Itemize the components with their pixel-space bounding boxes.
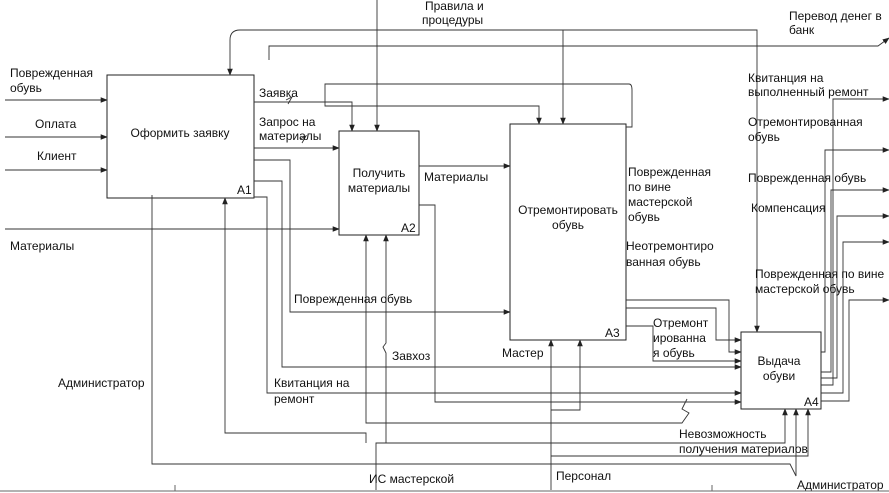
block-a2-code: A2 (401, 221, 416, 235)
block-a1-title: Оформить заявку (130, 126, 229, 140)
arrow-out-damaged (821, 187, 889, 373)
block-a1-code: A1 (237, 183, 252, 197)
arrow-unrepaired (626, 299, 742, 355)
label-material-request-2: материалы (259, 129, 321, 143)
label-money-1: Перевод денег в (789, 9, 882, 23)
tunnel-mark-2 (285, 95, 294, 105)
label-out-receipt-2: выполненный ремонт (748, 85, 869, 99)
label-unrepaired-2: ванная обувь (626, 255, 701, 269)
block-a2-title: Получить (353, 166, 406, 180)
block-a2-title-2: материалы (348, 181, 410, 195)
arrow-rules-a3 (377, 29, 566, 125)
arrow-staff-a3b (551, 339, 583, 411)
label-repaired-2: ированна (653, 331, 706, 345)
arrow-money-bank (268, 37, 889, 60)
arrow-receipt-a4 (254, 180, 742, 370)
block-a2[interactable]: Получить материалы A2 (338, 130, 420, 236)
arrow-out-fault (821, 297, 889, 402)
label-master: Мастер (502, 346, 544, 360)
arrows (5, 0, 889, 490)
block-a4[interactable]: Выдача обуви A4 (740, 331, 822, 410)
arrow-supply-a2 (382, 234, 389, 443)
label-out-compensation: Компенсация (751, 201, 825, 215)
label-out-repaired-2: обувь (748, 130, 780, 144)
arrow-request-loop (254, 83, 633, 128)
arrow-out-compensation-2 (821, 239, 889, 394)
arrow-master-fault (626, 307, 742, 343)
label-material-request-1: Запрос на (259, 115, 316, 129)
arrow-request-a2 (254, 101, 355, 132)
label-rules-1: Правила и (425, 0, 484, 13)
arrow-damaged-a3 (254, 159, 511, 315)
arrow-admin-mech (151, 195, 799, 477)
label-receipt-2: ремонт (274, 392, 315, 406)
block-a3-title-2: обувь (552, 218, 584, 232)
label-client: Клиент (37, 149, 77, 163)
label-out-repaired-1: Отремонтированная (748, 115, 863, 129)
label-damaged-flow: Поврежденная обувь (294, 292, 412, 306)
arrow-request-a3 (324, 102, 542, 125)
arrow-rules-a1 (227, 29, 377, 76)
block-a4-title-2: обуви (763, 369, 795, 383)
label-out-receipt-1: Квитанция на (748, 71, 824, 85)
labels: Правила и процедуры Перевод денег в банк… (10, 0, 885, 492)
label-receipt-1: Квитанция на (274, 376, 350, 390)
block-a3[interactable]: Отремонтировать обувь A3 (509, 123, 627, 341)
arrow-is-a1 (222, 197, 367, 443)
label-supply: Завхоз (392, 349, 431, 363)
label-materials: Материалы (424, 170, 488, 184)
label-damaged-in-2: обувь (10, 81, 42, 95)
arrow-impossible (363, 234, 690, 424)
label-master-fault-1: Поврежденная (628, 165, 711, 179)
arrow-receipt-repair (254, 196, 742, 396)
label-master-fault-4: обувь (628, 210, 660, 224)
label-out-fault-2: мастерской обувь (755, 282, 855, 296)
label-repaired-3: я обувь (653, 346, 695, 360)
arrow-out-receipt (821, 96, 889, 386)
arrow-out-compensation (821, 213, 889, 379)
block-a1[interactable]: Оформить заявку A1 (106, 74, 255, 199)
label-impossible-2: получения материалов (679, 442, 808, 456)
label-admin-2: Администратор (797, 478, 884, 492)
label-is: ИС мастерской (369, 472, 454, 486)
label-staff: Персонал (556, 469, 611, 483)
arrow-repaired (626, 325, 742, 364)
label-master-fault-2: по вине (628, 180, 671, 194)
label-admin: Администратор (58, 376, 145, 390)
page-frame (0, 485, 889, 492)
label-out-fault-1: Поврежденная по вине (755, 267, 885, 281)
label-repaired-1: Отремонт (653, 316, 709, 330)
arrow-materials-a4 (419, 204, 742, 405)
label-master-fault-3: мастерской (628, 195, 692, 209)
label-money-2: банк (789, 23, 815, 37)
block-a4-title: Выдача (758, 354, 801, 368)
arrow-rules-a4 (563, 29, 760, 333)
label-out-damaged: Поврежденная обувь (748, 171, 866, 185)
label-damaged-in-1: Поврежденная (10, 66, 93, 80)
block-a3-title: Отремонтировать (518, 203, 618, 217)
label-materials-in: Материалы (10, 239, 74, 253)
label-payment: Оплата (35, 117, 77, 131)
label-rules-2: процедуры (422, 13, 483, 27)
label-impossible-1: Невозможность (679, 427, 767, 441)
block-a4-code: A4 (804, 395, 819, 409)
arrow-out-repaired (821, 147, 889, 353)
label-unrepaired-1: Неотремонтиро (626, 239, 714, 253)
arrow-staff-a4 (551, 408, 811, 457)
label-request: Заявка (259, 86, 298, 100)
block-a3-code: A3 (605, 326, 620, 340)
tunnel-mark-1 (299, 134, 308, 144)
arrow-is-a4 (375, 408, 788, 490)
